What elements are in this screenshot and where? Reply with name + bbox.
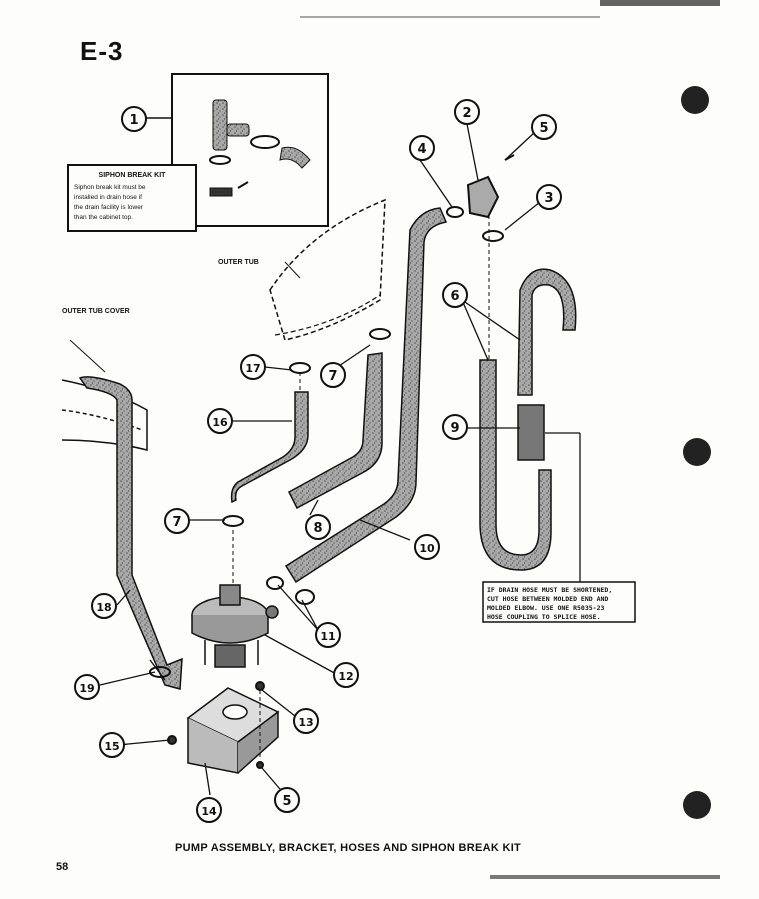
scan-edge-marks — [300, 0, 720, 879]
kit-title: SIPHON BREAK KIT — [99, 172, 167, 179]
callout-number-10: 10 — [419, 542, 435, 555]
callout-number-9: 9 — [450, 421, 459, 436]
punch-hole-middle — [683, 438, 711, 466]
hose-note-box: IF DRAIN HOSE MUST BE SHORTENED, CUT HOS… — [482, 581, 636, 623]
callout-6 — [442, 282, 468, 308]
callout-19 — [74, 674, 100, 700]
callout-number-12: 12 — [338, 670, 353, 683]
outer-tub-label: OUTER TUB — [218, 259, 259, 266]
callout-number-8: 8 — [313, 521, 322, 536]
callout-4 — [409, 135, 435, 161]
callout-5b — [274, 787, 300, 813]
callout-number-3: 3 — [544, 191, 553, 206]
note-line-2: CUT HOSE BETWEEN MOLDED END AND — [487, 595, 608, 603]
outer-tub-outline — [269, 198, 386, 341]
page-number: 58 — [56, 861, 69, 873]
callout-2 — [454, 99, 480, 125]
callout-numbers: 1 2 5 4 3 6 7 17 16 9 7 8 10 18 11 12 19… — [79, 106, 553, 818]
note-line-3: MOLDED ELBOW. USE ONE R5035-23 — [487, 604, 604, 612]
clamps-and-fasteners — [149, 154, 515, 769]
page-code: E-3 — [80, 36, 124, 66]
callout-17 — [240, 354, 266, 380]
callout-13 — [293, 708, 319, 734]
callout-number-5a: 5 — [539, 121, 548, 136]
outer-tub-cover-label: OUTER TUB COVER — [62, 308, 130, 315]
callout-number-19: 19 — [79, 682, 94, 695]
kit-line-2: installed in drain hose if — [74, 194, 142, 201]
punch-hole-bottom — [683, 791, 711, 819]
callout-18 — [91, 593, 117, 619]
callout-8 — [305, 514, 331, 540]
punch-hole-top — [681, 86, 709, 114]
figure-caption: PUMP ASSEMBLY, BRACKET, HOSES AND SIPHON… — [175, 842, 522, 854]
callout-number-18: 18 — [96, 601, 111, 614]
alignment-lines — [232, 215, 490, 760]
callout-14 — [196, 797, 222, 823]
callout-number-14: 14 — [201, 805, 217, 818]
callout-12 — [333, 662, 359, 688]
pump-bracket — [186, 687, 280, 774]
note-line-1: IF DRAIN HOSE MUST BE SHORTENED, — [487, 586, 612, 594]
callout-10 — [414, 534, 440, 560]
callout-number-5b: 5 — [282, 794, 291, 809]
hoses — [78, 207, 577, 690]
leader-lines — [99, 123, 581, 796]
callout-3 — [536, 184, 562, 210]
callout-15 — [99, 732, 125, 758]
pump-assembly — [191, 584, 279, 668]
callout-7b — [164, 508, 190, 534]
siphon-break-kit-box — [67, 73, 329, 232]
note-line-4: HOSE COUPLING TO SPLICE HOSE. — [487, 613, 601, 621]
callout-number-16: 16 — [212, 416, 228, 429]
kit-box-text: SIPHON BREAK KIT Siphon break kit must b… — [74, 172, 166, 221]
callout-number-1: 1 — [129, 113, 138, 128]
outer-tub-cover — [61, 339, 148, 451]
callout-16 — [207, 408, 233, 434]
kit-line-3: the drain facility is lower — [74, 204, 144, 211]
kit-line-1: Siphon break kit must be — [74, 184, 146, 191]
callout-11 — [315, 622, 341, 648]
callout-number-4: 4 — [417, 142, 426, 157]
callout-number-6: 6 — [450, 289, 459, 304]
callouts — [74, 99, 562, 823]
kit-line-4: than the cabinet top. — [74, 214, 133, 221]
callout-number-17: 17 — [245, 362, 260, 375]
callout-number-2: 2 — [462, 106, 471, 121]
callout-1 — [121, 106, 147, 132]
callout-9 — [442, 414, 468, 440]
kit-parts-illustration — [209, 99, 311, 197]
callout-number-11: 11 — [320, 630, 335, 643]
callout-number-7a: 7 — [328, 369, 337, 384]
callout-number-13: 13 — [298, 716, 313, 729]
callout-5a — [531, 114, 557, 140]
callout-number-15: 15 — [104, 740, 119, 753]
callout-7a — [320, 362, 346, 388]
callout-number-7b: 7 — [172, 515, 181, 530]
